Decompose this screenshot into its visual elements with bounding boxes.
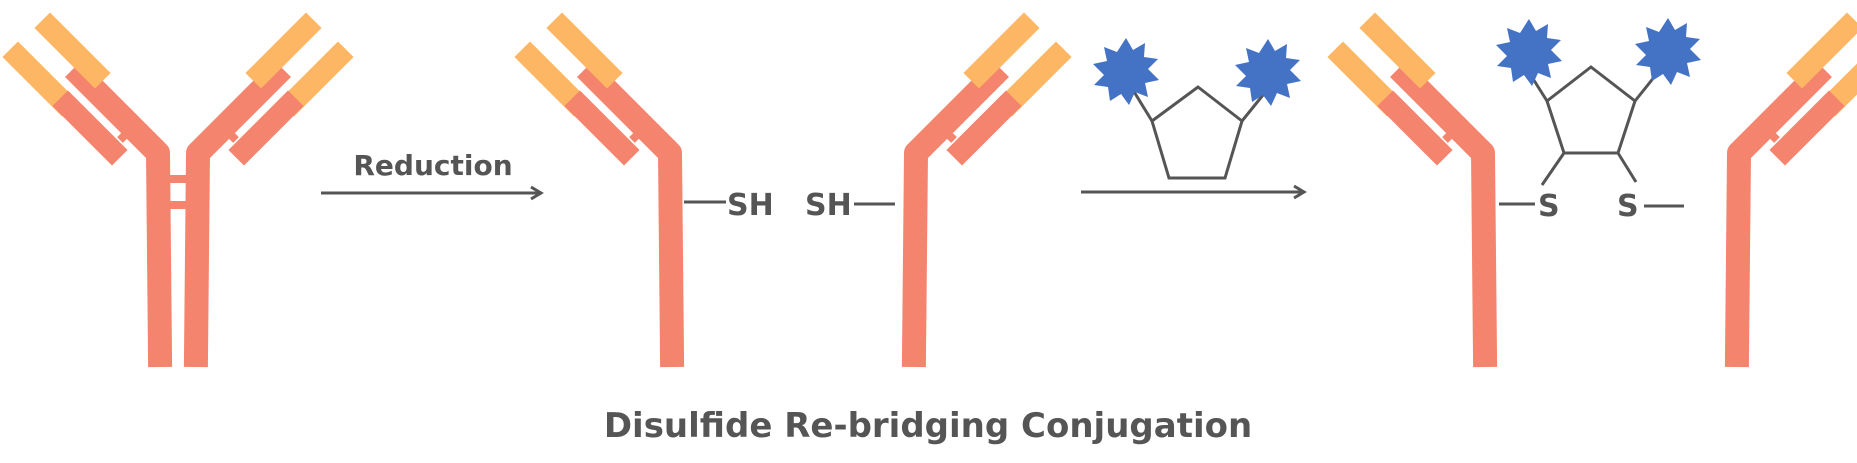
intact-antibody-left-half — [18, 28, 160, 355]
sulfur-label-left: S — [1538, 189, 1560, 224]
intact-antibody-right-half — [196, 28, 338, 355]
reduced-right-half — [914, 28, 1056, 355]
conjugate-left-half — [1343, 28, 1485, 355]
payload-star-icon — [1093, 38, 1159, 105]
sulfur-label-right: S — [1617, 189, 1639, 224]
thiol-label-left: SH — [727, 188, 774, 223]
reduced-antibody: SH SH — [530, 28, 1056, 355]
linker-sulfur-arm — [1540, 152, 1566, 186]
reduction-step: Reduction — [321, 149, 544, 201]
linker-arm — [1240, 94, 1265, 122]
payload-star-icon — [1496, 19, 1562, 86]
linker-sulfur-arm — [1616, 152, 1638, 183]
rebridging-reagent — [1093, 38, 1301, 180]
payload-star-icon — [1635, 18, 1701, 85]
rebridged-conjugate: S S — [1343, 18, 1857, 355]
reduced-left-half — [530, 28, 672, 355]
thiol-label-right: SH — [805, 188, 852, 223]
interchain-disulfide-bond — [170, 175, 186, 183]
conjugation-step — [1081, 184, 1307, 200]
intact-antibody — [18, 28, 338, 355]
linker-arm — [1633, 75, 1657, 102]
conjugate-right-half — [1737, 28, 1857, 355]
linker-ring — [1545, 65, 1637, 155]
payload-star-icon — [1235, 39, 1301, 106]
diagram-title: Disulfide Re-bridging Conjugation — [604, 406, 1252, 446]
reduction-label: Reduction — [353, 149, 512, 182]
linker-arm — [1131, 89, 1154, 122]
conjugation-arrowhead — [1293, 184, 1307, 200]
reduction-arrowhead — [530, 185, 544, 201]
linker-ring — [1150, 85, 1244, 180]
interchain-disulfide-bond — [170, 201, 186, 209]
